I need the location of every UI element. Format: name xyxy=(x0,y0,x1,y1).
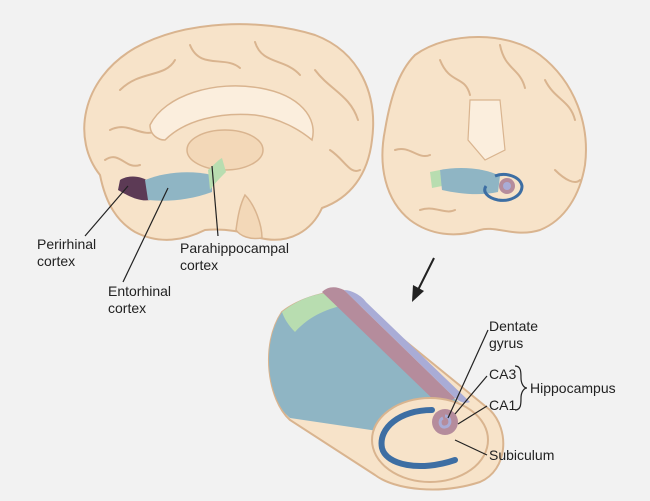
coronal-brain xyxy=(382,37,586,234)
arrow xyxy=(412,258,434,302)
label-hippocampus: Hippocampus xyxy=(530,380,616,397)
ca-field-circle xyxy=(432,409,458,435)
coronal-dentate xyxy=(503,182,511,190)
label-parahippocampal-cortex: Parahippocampal cortex xyxy=(180,240,289,274)
label-entorhinal-cortex: Entorhinal cortex xyxy=(108,283,171,317)
hippocampus-brace xyxy=(515,366,527,410)
label-dentate-gyrus: Dentate gyrus xyxy=(489,318,538,352)
label-ca3: CA3 xyxy=(489,366,516,383)
label-subiculum: Subiculum xyxy=(489,447,554,464)
thalamus xyxy=(187,130,263,170)
label-ca1: CA1 xyxy=(489,397,516,414)
label-perirhinal-cortex: Perirhinal cortex xyxy=(37,236,96,270)
coronal-parahippocampal xyxy=(430,170,442,188)
